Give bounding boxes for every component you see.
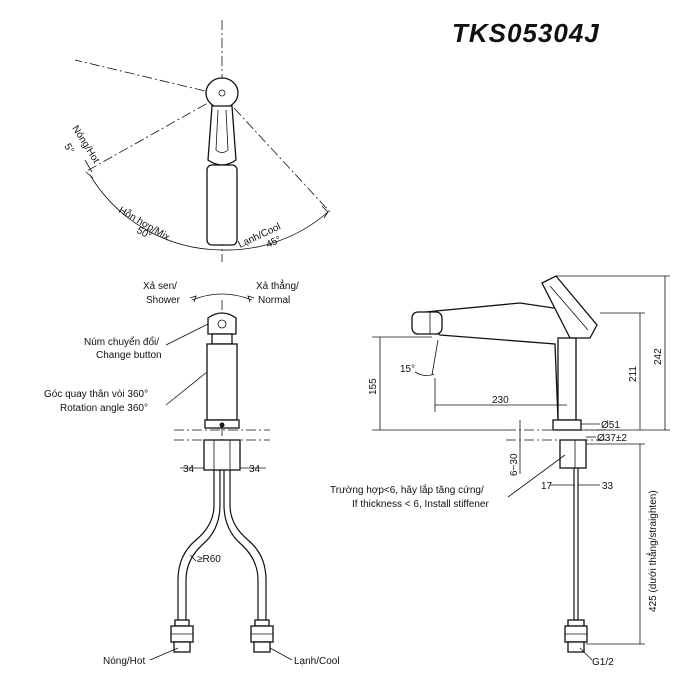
rotation-en: Rotation angle 360° — [60, 403, 148, 414]
cool-ray — [221, 94, 331, 213]
hot-ferrule — [174, 619, 190, 627]
dim-33: 33 — [602, 481, 614, 492]
rotation-leader — [165, 371, 208, 406]
handle-center — [218, 89, 226, 97]
rotation-arrow-left-head — [189, 295, 197, 303]
side-thread — [567, 641, 585, 653]
hot-ray — [84, 94, 223, 173]
handle-lever — [207, 105, 237, 166]
change-button-en: Change button — [96, 350, 162, 361]
dim-34-left: 34 — [183, 464, 195, 475]
dim-230: 230 — [492, 395, 509, 406]
spray-head — [411, 311, 443, 335]
cool-thread — [253, 641, 271, 653]
change-button-vi: Núm chuyển đổi/ — [84, 336, 159, 348]
shower-label-en: Shower — [146, 295, 181, 306]
cool-hose-inner — [223, 470, 259, 620]
top-view: Nóng/Hot 5° Hỗn hợp/Mix 50° Lạnh/Cool 45… — [61, 20, 331, 262]
front-view: Xả sen/ Shower Xả thẳng/ Normal Núm chuy… — [44, 279, 340, 667]
side-lever-line — [549, 285, 589, 331]
cool-arc — [221, 211, 329, 251]
side-base — [552, 419, 582, 431]
hot-hose-outer — [177, 470, 215, 620]
cool-leader — [269, 647, 293, 661]
cool-arrow-head — [321, 205, 329, 219]
stiffener-en: If thickness < 6, Install stiffener — [352, 499, 489, 510]
front-hot-label: Nóng/Hot — [103, 656, 145, 667]
dim-34-right: 34 — [249, 464, 261, 475]
radius-label: ≥R60 — [197, 554, 221, 565]
thickness-label: 6~30 — [509, 453, 520, 476]
top-hot-label: Nóng/Hot — [69, 124, 101, 166]
rotation-arrow-right-head — [247, 295, 255, 303]
front-handle-head — [207, 312, 237, 335]
d37-label: Ø37±2 — [597, 433, 627, 444]
angle-label: 15° — [400, 364, 415, 375]
radius-leader — [189, 554, 197, 562]
normal-label-en: Normal — [258, 295, 290, 306]
side-body — [557, 337, 577, 421]
stiffener-leader — [507, 454, 566, 498]
mix-arc — [89, 174, 223, 251]
model-title: TKS05304J — [452, 18, 600, 48]
angle-arc — [414, 371, 435, 376]
front-shank — [203, 439, 241, 471]
side-lever — [541, 275, 598, 339]
angle-line — [431, 339, 439, 376]
thread-leader — [579, 647, 593, 661]
hot-thread — [173, 641, 191, 653]
front-base-screw — [219, 422, 225, 428]
cool-ferrule — [254, 619, 270, 627]
shower-label-vi: Xả sen/ — [143, 281, 177, 292]
change-button-icon — [217, 319, 227, 329]
d51-label: Ø51 — [601, 420, 620, 431]
cool-hose-outer — [229, 470, 267, 620]
dim-211: 211 — [628, 366, 639, 382]
dim-242: 242 — [653, 348, 664, 365]
front-cool-label: Lạnh/Cool — [294, 656, 340, 667]
top-hot-angle: 5° — [61, 142, 75, 156]
front-neck — [211, 333, 233, 345]
change-button-leader — [165, 323, 209, 346]
handle-knob — [205, 77, 239, 109]
spout-body-top — [206, 164, 238, 246]
front-body — [206, 343, 238, 421]
hot-hose-inner — [185, 470, 221, 620]
side-shank — [559, 439, 587, 469]
rotation-vi: Góc quay thân vòi 360° — [44, 389, 148, 400]
thread-label: G1/2 — [592, 657, 614, 668]
normal-label-vi: Xả thẳng/ — [256, 279, 299, 292]
handle-groove — [215, 109, 229, 153]
hot-arrow — [84, 159, 94, 179]
side-ferrule — [567, 619, 585, 627]
hot-extension-ray — [74, 59, 223, 96]
hot-leader — [149, 647, 179, 661]
stiffener-vi: Trường hợp<6, hãy lắp tăng cứng/ — [330, 483, 484, 496]
dim-155: 155 — [368, 378, 379, 395]
rotation-arrow — [191, 293, 253, 301]
dim-425: 425 (dưới thẳng/straighten) — [646, 490, 659, 612]
side-view: 15° 155 230 211 242 Ø51 Ø37±2 6~30 Trườn… — [330, 275, 670, 668]
dim-17: 17 — [541, 481, 553, 492]
